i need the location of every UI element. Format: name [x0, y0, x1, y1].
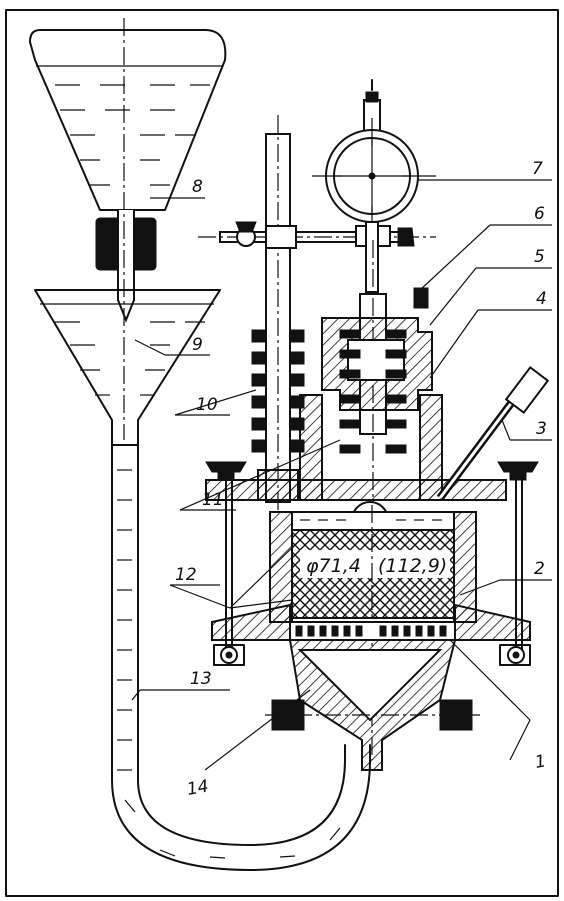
dial-indicator-7 [312, 79, 436, 293]
callout-5: 5 [534, 247, 545, 267]
callout-1: 1 [533, 751, 547, 773]
callout-10: 10 [196, 395, 218, 415]
bottom-funnel-14 [265, 639, 480, 771]
screw-6 [413, 287, 429, 309]
callout-14: 14 [185, 776, 210, 799]
base-plate [211, 603, 531, 666]
callout-6: 6 [534, 204, 545, 224]
callout-12: 12 [175, 565, 197, 585]
callout-3: 3 [536, 419, 547, 439]
specimen-ring [269, 505, 477, 760]
callout-13: 13 [190, 669, 212, 689]
dimension-diameter: φ71,4 [306, 555, 361, 577]
callout-4: 4 [536, 289, 547, 309]
leader-lines [131, 179, 552, 771]
callout-2: 2 [534, 559, 545, 579]
dial-holder-arm [198, 221, 436, 249]
u-tube-13 [111, 439, 371, 871]
callout-9: 9 [192, 335, 203, 355]
tube-3 [436, 366, 550, 501]
funnel-stem [117, 210, 135, 323]
callout-8: 8 [192, 177, 203, 197]
drawing-frame [5, 9, 559, 897]
callout-11: 11 [202, 490, 224, 510]
dimension-height: (112,9) [378, 555, 447, 577]
stand-10 [251, 115, 305, 510]
callout-7: 7 [532, 159, 543, 179]
